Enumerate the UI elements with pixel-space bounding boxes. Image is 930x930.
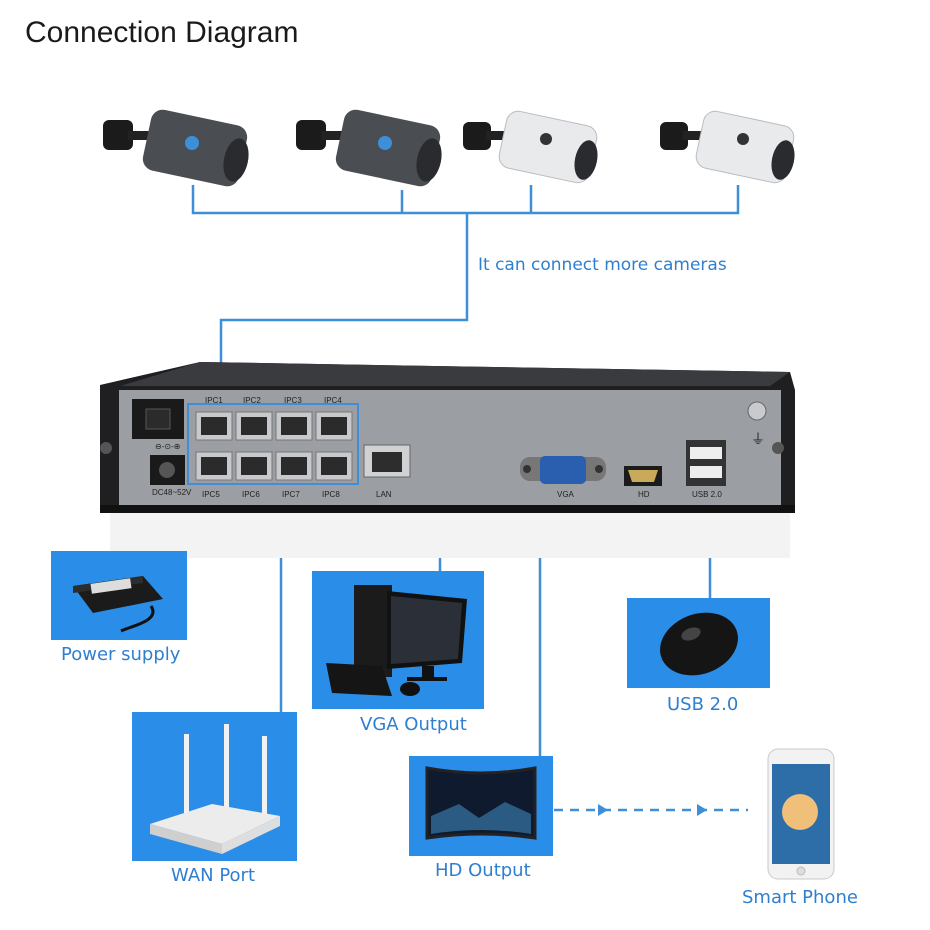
ground-icon: ⏚ [751,432,765,448]
rj45-port-5 [195,451,233,481]
port-label-vga: VGA [557,490,574,499]
rj45-port-8 [315,451,353,481]
port-label-ipc8: IPC8 [322,490,340,499]
power-polarity-label: ⊖-⊙-⊕ [155,442,181,451]
power-rating-label: DC48~52V [152,488,192,497]
bullet-camera-1 [103,109,249,187]
bullet-camera-3 [463,110,598,184]
bullet-camera-2 [296,109,442,187]
smart-phone-device [767,748,835,880]
rj45-port-3 [275,411,313,441]
wan-router-panel [132,712,297,861]
bullet-camera-4 [660,110,795,184]
port-label-ipc3: IPC3 [284,396,302,405]
rj45-ports [195,411,353,481]
usb-label: USB 2.0 [667,694,739,715]
rj45-port-4 [315,411,353,441]
port-label-ipc4: IPC4 [324,396,342,405]
port-label-hd: HD [638,490,650,499]
smart-phone-label: Smart Phone [742,887,858,908]
arrow-icon [697,804,707,816]
usb-ports [686,440,726,486]
port-label-ipc6: IPC6 [242,490,260,499]
rj45-port-7 [275,451,313,481]
vga-output-panel [312,571,484,709]
port-label-ipc1: IPC1 [205,396,223,405]
more-cameras-caption: It can connect more cameras [478,255,727,275]
hd-output-label: HD Output [435,860,531,881]
power-supply-panel [51,551,187,640]
port-label-ipc2: IPC2 [243,396,261,405]
poe-port-block [187,403,359,485]
usb-mouse-panel [627,598,770,688]
port-label-usb: USB 2.0 [692,490,722,499]
port-label-ipc5: IPC5 [202,490,220,499]
wan-port-label: WAN Port [171,865,255,886]
power-supply-label: Power supply [61,644,181,665]
rj45-port-1 [195,411,233,441]
ground-screw [747,401,767,421]
nvr-recorder: ⏚ [100,362,795,558]
rj45-port-2 [235,411,273,441]
arrow-icon [598,804,608,816]
hd-output-panel [409,756,553,856]
port-label-lan: LAN [376,490,392,499]
vga-output-label: VGA Output [360,714,467,735]
rj45-port-6 [235,451,273,481]
port-label-ipc7: IPC7 [282,490,300,499]
diagram-title: Connection Diagram [25,16,299,49]
